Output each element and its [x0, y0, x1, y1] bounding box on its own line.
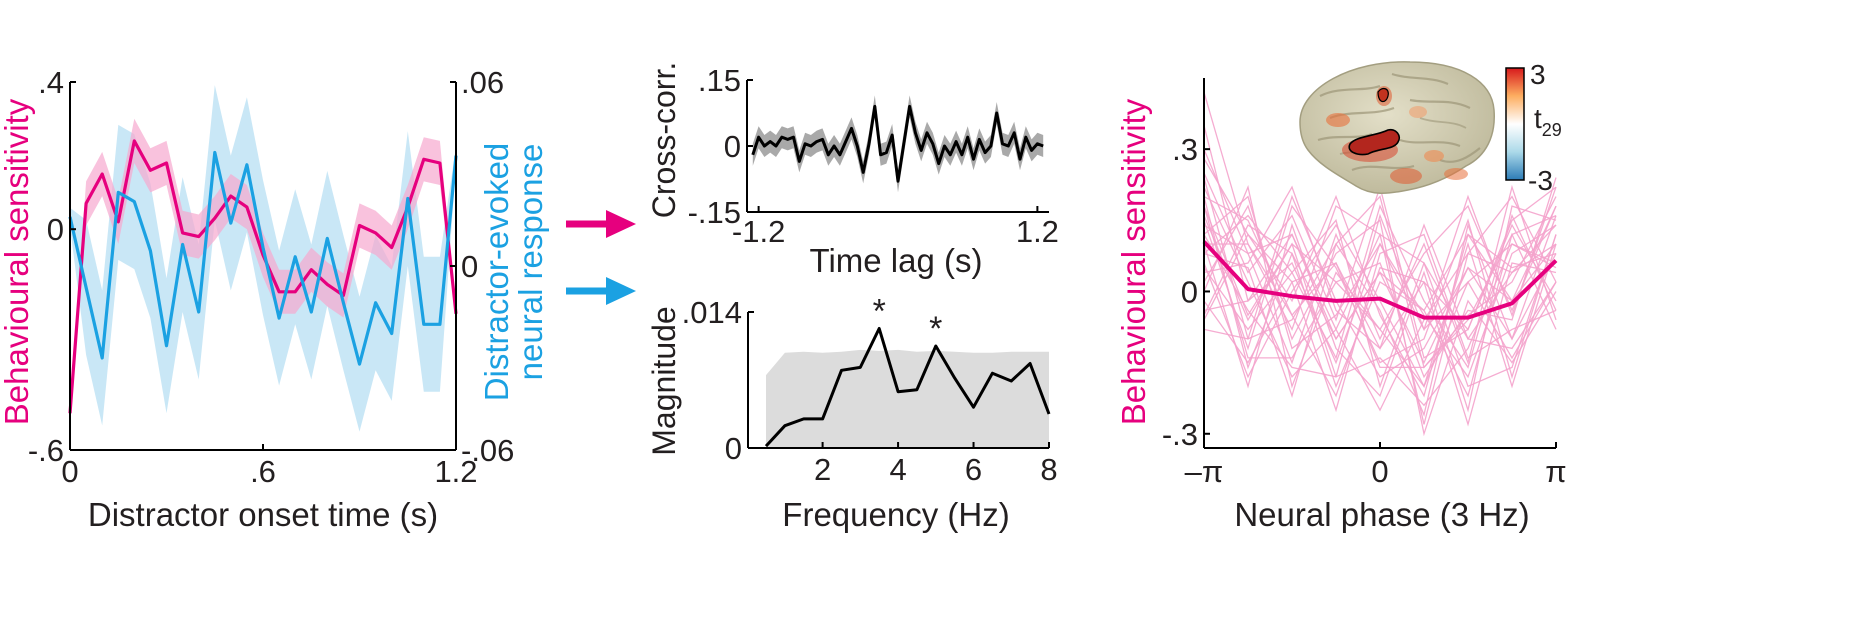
panel-d-y-axis-label: Behavioural sensitivity [1115, 98, 1152, 425]
y-tick-label: .014 [682, 295, 742, 330]
subject-phase-line [1203, 196, 1557, 370]
subject-phase-line [1203, 184, 1557, 389]
mean-phase-line [1202, 240, 1558, 320]
colorbar-stat-subscript: 29 [1542, 120, 1562, 140]
panel-a-y-axis-label: Behavioural sensitivity [0, 98, 35, 425]
x-tick-label: 8 [1040, 452, 1057, 487]
panel-c-x-axis-label: Frequency (Hz) [782, 496, 1009, 533]
cross-correlation-line [751, 104, 1044, 183]
subject-phase-line [1203, 204, 1557, 380]
y-tick-label: -.6 [28, 433, 64, 468]
x-tick-label: π [1545, 454, 1566, 489]
panel-d: –π 0 π -.3 0 .3 Neural phase (3 Hz) Behaviour… [1115, 59, 1567, 533]
y-tick-label: -.3 [1162, 417, 1198, 452]
y2-tick-label: -.06 [461, 433, 514, 468]
brain-surface-icon [1299, 61, 1495, 194]
x-tick-label: 0 [1371, 454, 1388, 489]
panel-c-plot-area: ** [764, 293, 1051, 448]
panel-a-y2-axis-label-line1: Distractor-evoked [478, 143, 515, 402]
subject-phase-line [1203, 158, 1557, 398]
panel-c-ticks: 2 4 6 8 0 .014 [682, 295, 1058, 487]
panel-b: -1.2 1.2 -.15 0 .15 Time lag (s) Cross-corr. [646, 62, 1059, 279]
subject-phase-line [1204, 205, 1557, 388]
x-tick-label: .6 [250, 454, 276, 489]
x-tick-label: -1.2 [732, 214, 785, 249]
subject-phase-line [1203, 185, 1557, 350]
behavioural-sensitivity-error-band [70, 118, 456, 417]
panel-d-ticks: –π 0 π -.3 0 .3 [1162, 132, 1567, 489]
subject-phase-line [1203, 177, 1557, 417]
panel-b-y-axis-label: Cross-corr. [646, 62, 682, 218]
y-tick-label: -.15 [688, 195, 741, 230]
x-tick-label: 6 [965, 452, 982, 487]
behavioural-sensitivity-line [68, 139, 458, 414]
subject-phase-line [1203, 177, 1557, 379]
panel-b-ticks: -1.2 1.2 -.15 0 .15 [688, 63, 1059, 249]
null-distribution-band [766, 349, 1049, 448]
subject-phase-line [1203, 204, 1557, 369]
y-tick-label: .4 [38, 65, 64, 100]
x-tick-label: 2 [814, 452, 831, 487]
subject-phase-line [1203, 195, 1557, 412]
subject-phase-line [1203, 195, 1557, 398]
x-tick-label: 0 [61, 454, 78, 489]
significance-star: * [873, 293, 886, 331]
y-tick-label: 0 [1181, 274, 1198, 309]
neural-response-line [68, 150, 458, 366]
x-tick-label: 1.2 [434, 454, 477, 489]
subject-phase-line [1203, 215, 1557, 369]
subject-phase-line [1203, 223, 1557, 389]
panel-b-plot-area [751, 95, 1044, 193]
panel-a-x-axis-label: Distractor onset time (s) [88, 496, 438, 533]
y2-tick-label: .06 [461, 65, 504, 100]
x-tick-label: –π [1185, 454, 1224, 489]
y-tick-label: .15 [698, 63, 741, 98]
panel-d-x-axis-label: Neural phase (3 Hz) [1234, 496, 1529, 533]
y-tick-label: 0 [725, 431, 742, 466]
x-tick-label: 4 [889, 452, 906, 487]
arrow-behavioural [566, 210, 636, 238]
y-tick-label: 0 [724, 129, 741, 164]
panel-d-plot-area [1202, 92, 1558, 437]
colorbar-max-label: 3 [1530, 59, 1546, 90]
y-tick-label: 0 [47, 212, 64, 247]
colorbar-stat-label: t29 [1534, 103, 1562, 140]
x-tick-label: 1.2 [1016, 214, 1059, 249]
colorbar-min-label: -3 [1528, 165, 1553, 196]
y2-tick-label: 0 [461, 249, 478, 284]
panel-a-plot-area [68, 85, 458, 432]
colorbar [1505, 67, 1525, 181]
subject-phase-line [1203, 184, 1557, 365]
significance-star: * [929, 310, 942, 348]
panel-a-y2-axis-label-line2: neural response [512, 144, 549, 381]
arrow-neural [566, 277, 636, 305]
panel-c-y-axis-label: Magnitude [646, 306, 682, 455]
panel-b-x-axis-label: Time lag (s) [810, 242, 983, 279]
colorbar-stat-letter: t [1534, 103, 1542, 134]
magnitude-spectrum-line [764, 327, 1051, 448]
y-tick-label: .3 [1172, 132, 1198, 167]
